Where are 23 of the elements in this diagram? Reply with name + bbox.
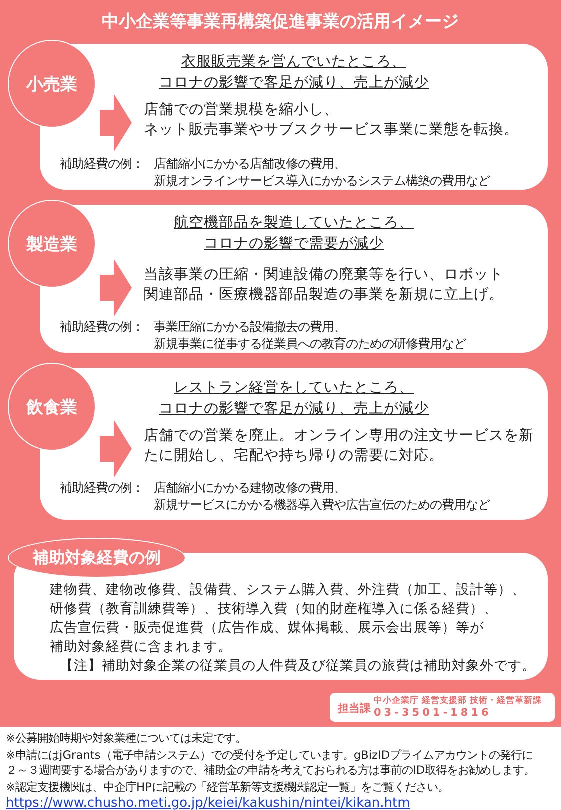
action-text: 店舗での営業を廃止。オンライン専用の注文サービスを新たに開始し、宅配や持ち帰りの需要に対応。 (144, 426, 534, 466)
phone-number: 03-3501-1816 (374, 707, 492, 719)
contact-box (330, 693, 555, 722)
expense-label: 補助経費の例： (60, 480, 144, 497)
action-text: 当該事業の圧縮・関連設備の廃棄等を行い、ロボット関連部品・医療機器部品製造の事業を新規に立上げ。 (144, 266, 504, 305)
note-text: 【注】補助対象企業の従業員の人件費及び従業員の旅費は補助対象外です。 (60, 657, 536, 675)
problem-text: 衣服販売業を営んでいたところ、コロナの影響で客足が減り、売上が減少 (159, 52, 429, 93)
department-text: 中小企業庁 経営支援部 技術・経営革新課 (374, 695, 542, 707)
expense-text: 事業圧縮にかかる設備撤去の費用、新規事業に従事する従業員への教育のための研修費用など (154, 319, 466, 353)
problem-text: レストラン経営をしていたところ、コロナの影響で客足が減り、売上が減少 (159, 379, 429, 419)
contact-label: 担当課 (338, 701, 371, 716)
expense-text: 店舗縮小にかかる建物改修の費用、新規サービスにかかる機器導入費や広告宣伝のための費用など (154, 480, 490, 514)
expense-paragraph: 建物費、建物改修費、設備費、システム購入費、外注費（加工、設計等）、研修費（教育訓練費等）、技術導入費（知的財産権導入に係る経費）、広告宣伝費・販売促進費（広告作成、媒体掲載、展示会出展等）等が補助対象経費に含まれます。 (50, 581, 526, 657)
url-link: https://www.chusho.meti.go.jp/keiei/kakushin/nintei/kikan.htm (6, 796, 410, 810)
expense-label: 補助経費の例： (60, 156, 144, 173)
problem-text: 航空機部品を製造していたところ、コロナの影響で需要が減少 (174, 214, 414, 254)
expense-label: 補助経費の例： (60, 319, 144, 336)
footnote: ※申請にはjGrants（電子申請システム）での受付を予定しています。gBizIDプライムアカウントの発行に２～３週間要する場合がありますので、補助金の申請を考えておられる方は事前のID取得をお勧めします。 (6, 748, 536, 778)
footnote: ※公募開始時期や対象業種については未定です。 (6, 731, 247, 746)
action-text: 店舗での営業規模を縮小し、ネット販売事業やサブスクサービス事業に業態を転換。 (144, 100, 519, 140)
title: 中小企業等事業再構築促進事業の活用イメージ (101, 11, 460, 33)
expense-text: 店舗縮小にかかる店舗改修の費用、新規オンラインサービス導入にかかるシステム構築の費用など (154, 156, 490, 190)
footnote: ※認定支援機関は、中企庁HPに記載の「経営革新等支援機関認定一覧」をご覧ください。 (6, 780, 449, 795)
